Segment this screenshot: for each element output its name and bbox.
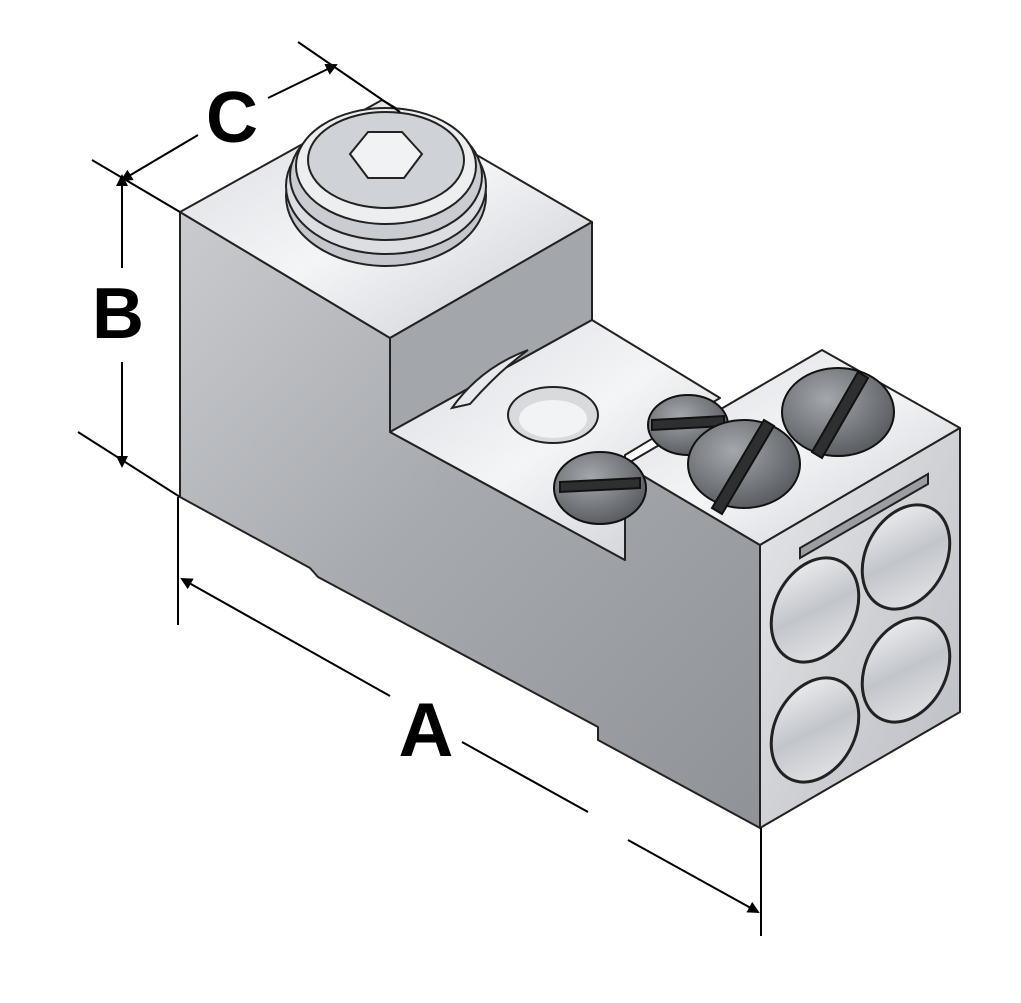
wire-holes	[769, 503, 952, 784]
slotted-screws	[553, 367, 895, 525]
wire-hole-top-right	[860, 503, 952, 611]
dimension-label-b: B	[92, 274, 144, 354]
side-notch	[449, 349, 529, 410]
extension-line-bottom-left	[77, 431, 181, 498]
dimension-c-line-left	[120, 134, 199, 182]
slotted-screw-1	[553, 451, 647, 525]
dimension-c-line-right	[267, 63, 338, 99]
slotted-screw-3	[687, 418, 801, 516]
slotted-screw-4	[781, 367, 895, 460]
extension-line-top-left	[91, 159, 181, 213]
dimension-label-c: C	[206, 78, 258, 158]
extension-line-c-top	[297, 41, 401, 113]
dimension-label-a: A	[399, 688, 454, 773]
mounting-hole-inner	[519, 400, 587, 438]
dimension-lines	[77, 41, 762, 936]
dimension-a-line-mid	[461, 741, 589, 813]
end-face-slot	[799, 472, 929, 560]
dimension-a-line-right	[627, 839, 760, 913]
wire-hole-bottom-left	[769, 676, 861, 784]
dimension-a-line-left	[180, 578, 391, 697]
hex-socket-screw	[285, 107, 487, 267]
hex-socket-icon	[348, 131, 424, 179]
wire-hole-top-left	[769, 556, 861, 664]
wire-hole-bottom-right	[860, 616, 952, 724]
